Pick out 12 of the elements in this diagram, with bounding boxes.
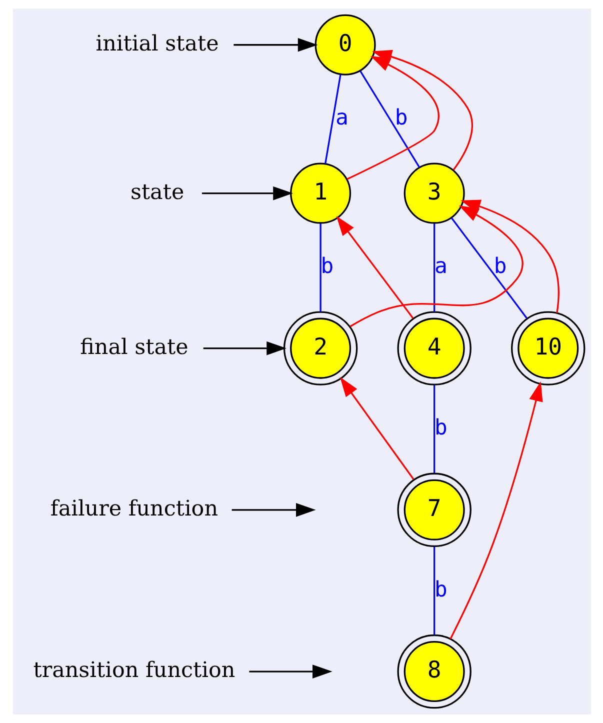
edge-label: a	[335, 106, 348, 131]
edge-label: a	[434, 254, 447, 280]
edge-label: b	[493, 254, 506, 280]
node-text: initial state	[95, 31, 218, 56]
edge-label: b	[394, 106, 408, 131]
node-text: transition function	[32, 658, 235, 684]
node-text: failure function	[50, 496, 218, 522]
node-text: final state	[80, 334, 188, 360]
edge-label: b	[434, 577, 447, 602]
node-text: state	[130, 180, 184, 205]
edge-label: b	[320, 254, 334, 280]
edge-label: b	[434, 416, 447, 441]
